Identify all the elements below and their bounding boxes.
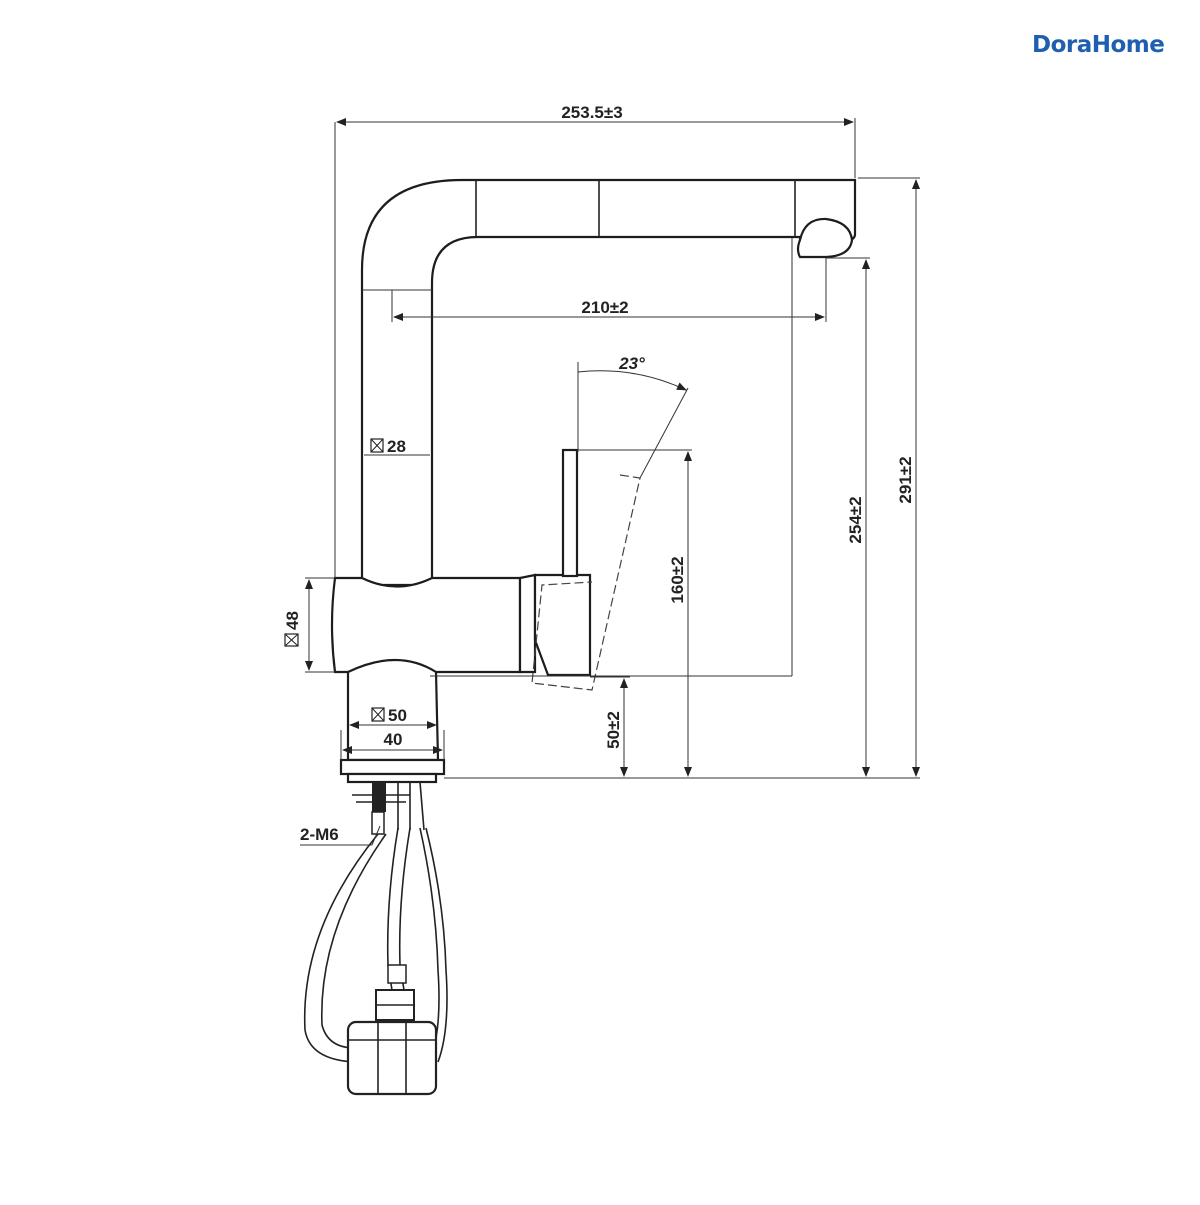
dimension-lines (300, 118, 920, 846)
label-base-diameter: 50 (388, 706, 407, 725)
label-mounting-thread: 2-M6 (300, 825, 339, 844)
faucet-outline (303, 178, 857, 1096)
deck-plate (339, 758, 446, 776)
label-pipe-diameter: 28 (387, 437, 406, 456)
handle-collar (518, 573, 537, 674)
label-spout-reach: 210±2 (581, 298, 628, 317)
dimension-labels: 253.5±3 210±2 23° 28 48 50 40 (283, 103, 915, 844)
hose-nut (375, 964, 415, 1021)
label-lever-height: 160±2 (668, 556, 687, 603)
lever-base (533, 573, 592, 677)
spout (360, 178, 857, 587)
label-outlet-height: 254±2 (846, 496, 865, 543)
base-column (346, 658, 440, 762)
label-overall-reach: 253.5±3 (561, 103, 622, 122)
mounting-hardware (352, 781, 425, 835)
label-body-diameter: 48 (283, 611, 302, 630)
label-lever-angle: 23° (618, 354, 645, 373)
label-total-height: 291±2 (896, 456, 915, 503)
label-base-height: 50±2 (604, 711, 623, 749)
lever-rotated-ghost (531, 474, 641, 691)
hose-weight (346, 1020, 438, 1096)
main-body (330, 576, 522, 674)
brand-logo: DoraHome (1032, 32, 1165, 58)
spray-head-tip (796, 217, 854, 259)
deck-washer (346, 772, 438, 784)
lever (561, 448, 579, 578)
hoses (303, 827, 448, 1063)
label-base-width: 40 (384, 730, 403, 749)
